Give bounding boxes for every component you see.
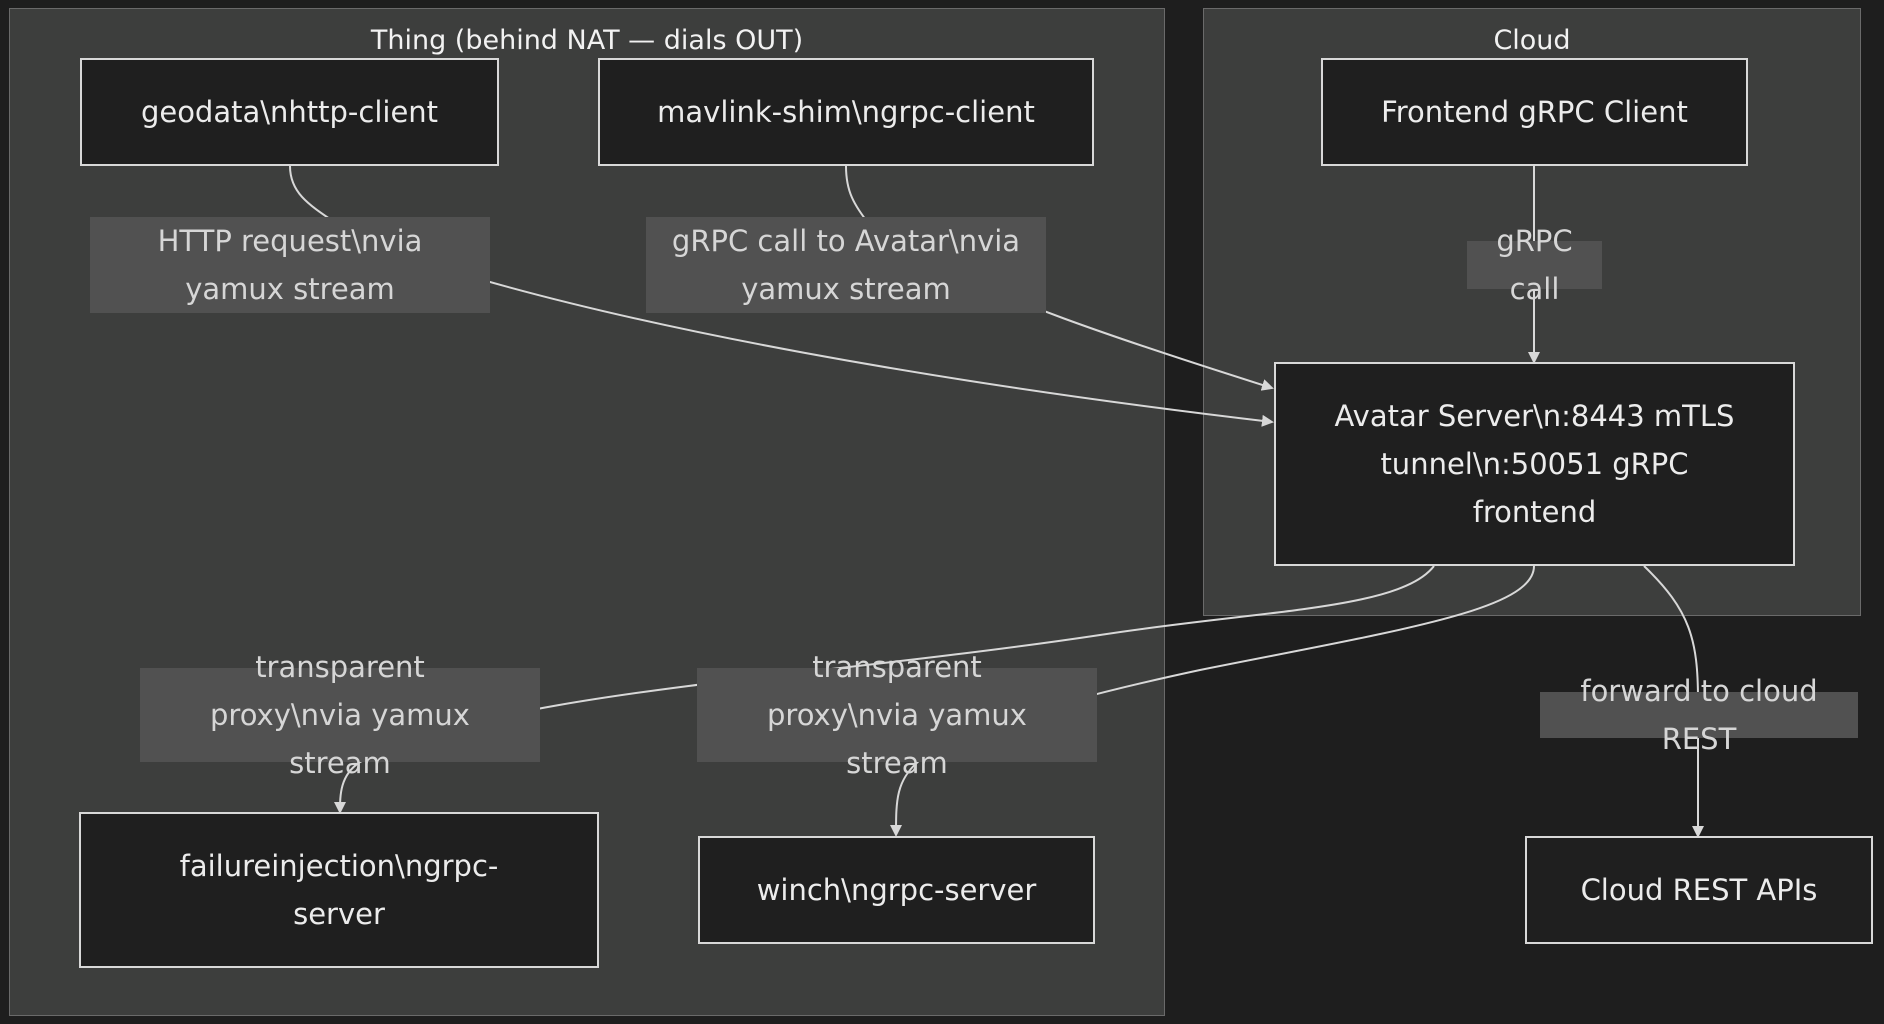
edge-label-transparent-proxy-failureinjection: transparent proxy\nvia yamux stream [140,650,540,780]
frontend-grpc-client-label: Frontend gRPC Client [1381,95,1688,129]
avatar-server-node[interactable]: Avatar Server\n:8443 mTLS tunnel\n:50051… [1274,362,1795,566]
winch-grpc-server-node[interactable]: winch\ngrpc-server [698,836,1095,944]
edge-avatar-winch [890,565,1535,837]
edge-label-http-request: HTTP request\nvia yamux stream [90,217,490,313]
failureinjection-grpc-server-node[interactable]: failureinjection\ngrpc-server [79,812,599,968]
edge-label-forward-to-cloud-rest: forward to cloud REST [1540,674,1858,756]
failureinjection-grpc-server-label: failureinjection\ngrpc-server [179,849,499,931]
geodata-http-client-node[interactable]: geodata\nhttp-client [80,58,499,166]
edge-label-grpc-call-to-avatar: gRPC call to Avatar\nvia yamux stream [646,217,1046,313]
winch-grpc-server-label: winch\ngrpc-server [756,873,1037,907]
cloud-rest-apis-label: Cloud REST APIs [1580,873,1818,907]
mavlink-shim-grpc-client-node[interactable]: mavlink-shim\ngrpc-client [598,58,1094,166]
edge-label-transparent-proxy-winch: transparent proxy\nvia yamux stream [697,650,1097,780]
thing-cluster-title: Thing (behind NAT — dials OUT) [370,25,804,56]
geodata-http-client-label: geodata\nhttp-client [140,95,439,129]
edge-avatar-cloud-rest [1643,565,1704,838]
frontend-grpc-client-node[interactable]: Frontend gRPC Client [1321,58,1748,166]
edge-geodata-avatar [289,165,1274,427]
edge-label-grpc-call: gRPC call [1467,224,1602,306]
mavlink-shim-grpc-client-label: mavlink-shim\ngrpc-client [657,95,1035,129]
cloud-cluster-title: Cloud [1493,25,1571,56]
cloud-rest-apis-node[interactable]: Cloud REST APIs [1525,836,1873,944]
avatar-server-label: Avatar Server\n:8443 mTLS tunnel\n:50051… [1334,399,1735,529]
